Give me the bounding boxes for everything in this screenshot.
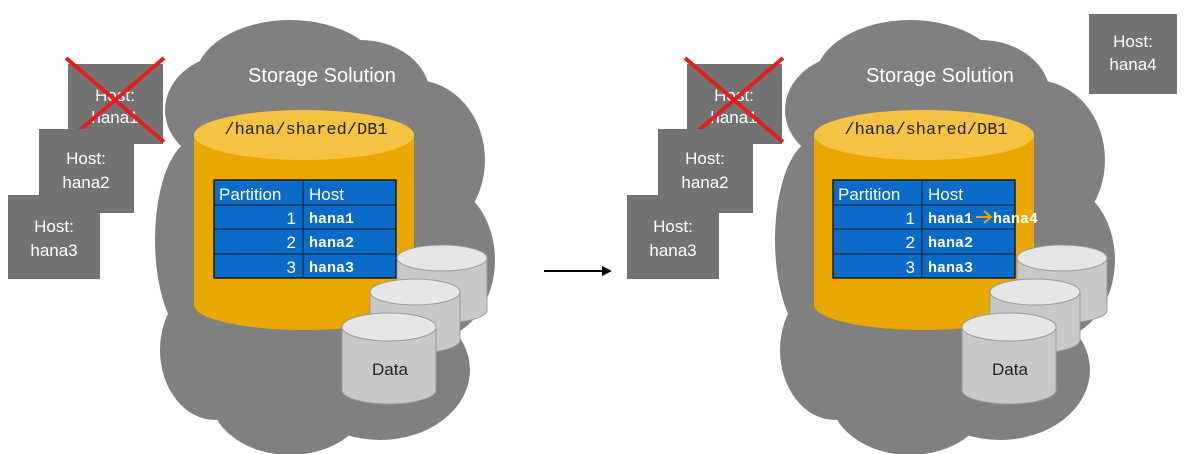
svg-text:hana1: hana1 [91,108,138,127]
svg-text:hana2: hana2 [681,173,728,192]
left-host-hana3: Host: hana3 [8,195,100,279]
table-cell-partition: 3 [287,258,296,277]
table-cell-partition: 2 [906,233,915,252]
left-partition-table: Partition Host 1 hana1 2 hana2 3 hana3 [213,179,397,279]
transition-arrow-icon [544,266,612,276]
svg-text:Host:: Host: [34,217,74,236]
table-cell-host: hana1 [928,211,973,228]
svg-text:hana3: hana3 [30,241,77,260]
right-data-disks [961,244,1108,405]
table-cell-host: hana2 [928,235,973,252]
disk-icon [961,312,1057,405]
left-scene: Storage Solution Host: hana1 Host: hana2… [8,20,495,454]
failed-cross-icon [683,56,785,144]
right-host-hana3: Host: hana3 [627,195,719,279]
table-cell-partition: 1 [906,209,915,228]
table-header-partition: Partition [838,185,900,204]
left-data-disks [341,244,488,405]
left-data-label: Data [372,360,408,379]
svg-text:hana2: hana2 [62,173,109,192]
table-header-host: Host [928,185,963,204]
table-cell-host: hana1 [309,211,354,228]
table-cell-host: hana2 [309,235,354,252]
svg-text:Host:: Host: [66,149,106,168]
svg-text:hana3: hana3 [649,241,696,260]
right-partition-table: Partition Host 1 hana1 hana4 2 hana2 3 h… [832,179,1038,279]
right-scene: Storage Solution Host: hana4 Host: hana1… [627,14,1177,454]
right-cloud-title: Storage Solution [866,65,1014,87]
table-cell-partition: 1 [287,209,296,228]
table-cell-partition: 3 [906,258,915,277]
left-shared-path: /hana/shared/DB1 [224,121,387,140]
table-cell-host: hana3 [928,260,973,277]
svg-text:Host:: Host: [685,149,725,168]
right-host-hana4: Host: hana4 [1089,14,1177,94]
right-data-label: Data [992,360,1028,379]
svg-text:hana4: hana4 [1109,55,1156,74]
table-cell-partition: 2 [287,233,296,252]
right-shared-path: /hana/shared/DB1 [844,121,1007,140]
svg-text:Host:: Host: [653,217,693,236]
table-header-partition: Partition [219,185,281,204]
left-cloud-title: Storage Solution [248,65,396,87]
reassign-arrow-icon [976,210,993,224]
failed-cross-icon [64,56,166,144]
table-header-host: Host [309,185,344,204]
svg-text:hana1: hana1 [710,108,757,127]
svg-text:Host:: Host: [1113,32,1153,51]
table-cell-host: hana3 [309,260,354,277]
disk-icon [341,312,437,405]
table-cell-new-host: hana4 [993,211,1038,228]
